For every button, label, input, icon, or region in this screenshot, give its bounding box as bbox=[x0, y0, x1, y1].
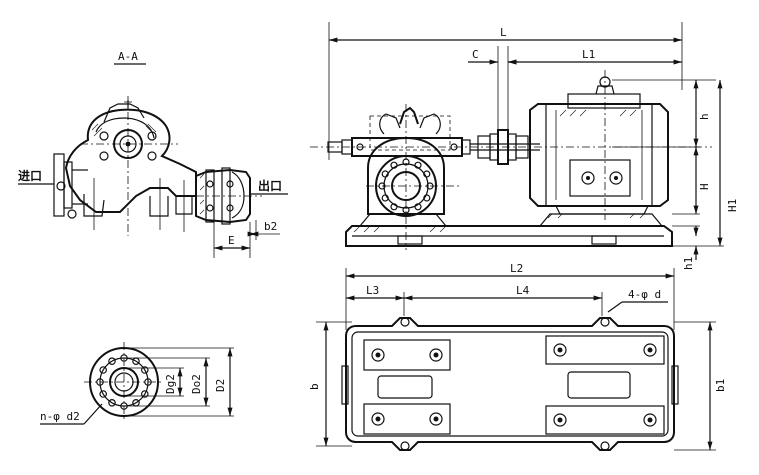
anchor-bolt-center bbox=[375, 352, 381, 358]
bolt-hole bbox=[414, 203, 422, 211]
anchor-bolt bbox=[371, 412, 385, 426]
bolt-hole bbox=[381, 194, 389, 202]
plan-bolts bbox=[371, 343, 657, 427]
bolt-hole bbox=[99, 390, 108, 398]
dim-e-label: E bbox=[228, 234, 235, 247]
dim-h1-label: h1 bbox=[682, 257, 695, 270]
dim-h1-cap-label: H1 bbox=[726, 199, 739, 212]
anchor-bolt bbox=[643, 343, 657, 357]
anchor-bolt bbox=[371, 348, 385, 362]
dim-b1-label: b1 bbox=[714, 379, 727, 392]
dim-d2-label: D2 bbox=[214, 379, 227, 392]
anchor-bolt-center bbox=[375, 416, 381, 422]
dim-dg2-label: Dg2 bbox=[164, 374, 177, 394]
plan-view: L2 L3 L4 4-φ d b bbox=[308, 262, 727, 451]
bolt-holes-label: n-φ d2 bbox=[40, 410, 80, 423]
dim-h-cap-label: H bbox=[698, 183, 711, 190]
section-view-a-a: A-A bbox=[18, 50, 288, 258]
dim-l2-label: L2 bbox=[510, 262, 523, 275]
anchor-bolt bbox=[643, 413, 657, 427]
bolt-hole bbox=[390, 203, 398, 211]
bolt-hole bbox=[108, 398, 116, 407]
anchor-bolt bbox=[553, 343, 567, 357]
elevation-view: L C L1 bbox=[310, 22, 739, 270]
bolt-hole bbox=[414, 161, 422, 169]
anchor-bolt-center bbox=[557, 417, 563, 423]
section-title: A-A bbox=[118, 50, 138, 63]
bolt-hole bbox=[423, 170, 431, 178]
dim-b-label: b bbox=[308, 383, 321, 390]
dim-c-label: C bbox=[472, 48, 479, 61]
dim-l4-label: L4 bbox=[516, 284, 530, 297]
anchor-bolt bbox=[429, 348, 443, 362]
dim-l1-label: L1 bbox=[582, 48, 595, 61]
anchor-bolt-center bbox=[433, 416, 439, 422]
dim-do2-label: Do2 bbox=[190, 374, 203, 394]
bolt-hole bbox=[390, 161, 398, 169]
anchor-bolt-center bbox=[557, 347, 563, 353]
anchor-bolt bbox=[553, 413, 567, 427]
bolt-hole bbox=[141, 366, 149, 374]
dim-l3-label: L3 bbox=[366, 284, 379, 297]
anchor-bolt bbox=[429, 412, 443, 426]
anchor-bolt-center bbox=[647, 417, 653, 423]
anchor-bolt-center bbox=[433, 352, 439, 358]
inlet-label: 进口 bbox=[18, 168, 42, 183]
anchor-holes-label: 4-φ d bbox=[628, 288, 661, 301]
bolt-hole bbox=[99, 366, 108, 374]
bolt-hole bbox=[141, 390, 149, 398]
dim-h-label: h bbox=[698, 113, 711, 120]
anchor-bolt-center bbox=[647, 347, 653, 353]
dim-l-label: L bbox=[500, 26, 507, 39]
dim-b2-label: b2 bbox=[264, 220, 277, 233]
bolt-hole bbox=[423, 194, 431, 202]
bolt-hole bbox=[381, 170, 389, 178]
flange-view: Dg2 Do2 D2 n-φ d2 bbox=[40, 342, 234, 425]
bolt-hole bbox=[108, 357, 116, 366]
outlet-label: 出口 bbox=[258, 178, 282, 193]
